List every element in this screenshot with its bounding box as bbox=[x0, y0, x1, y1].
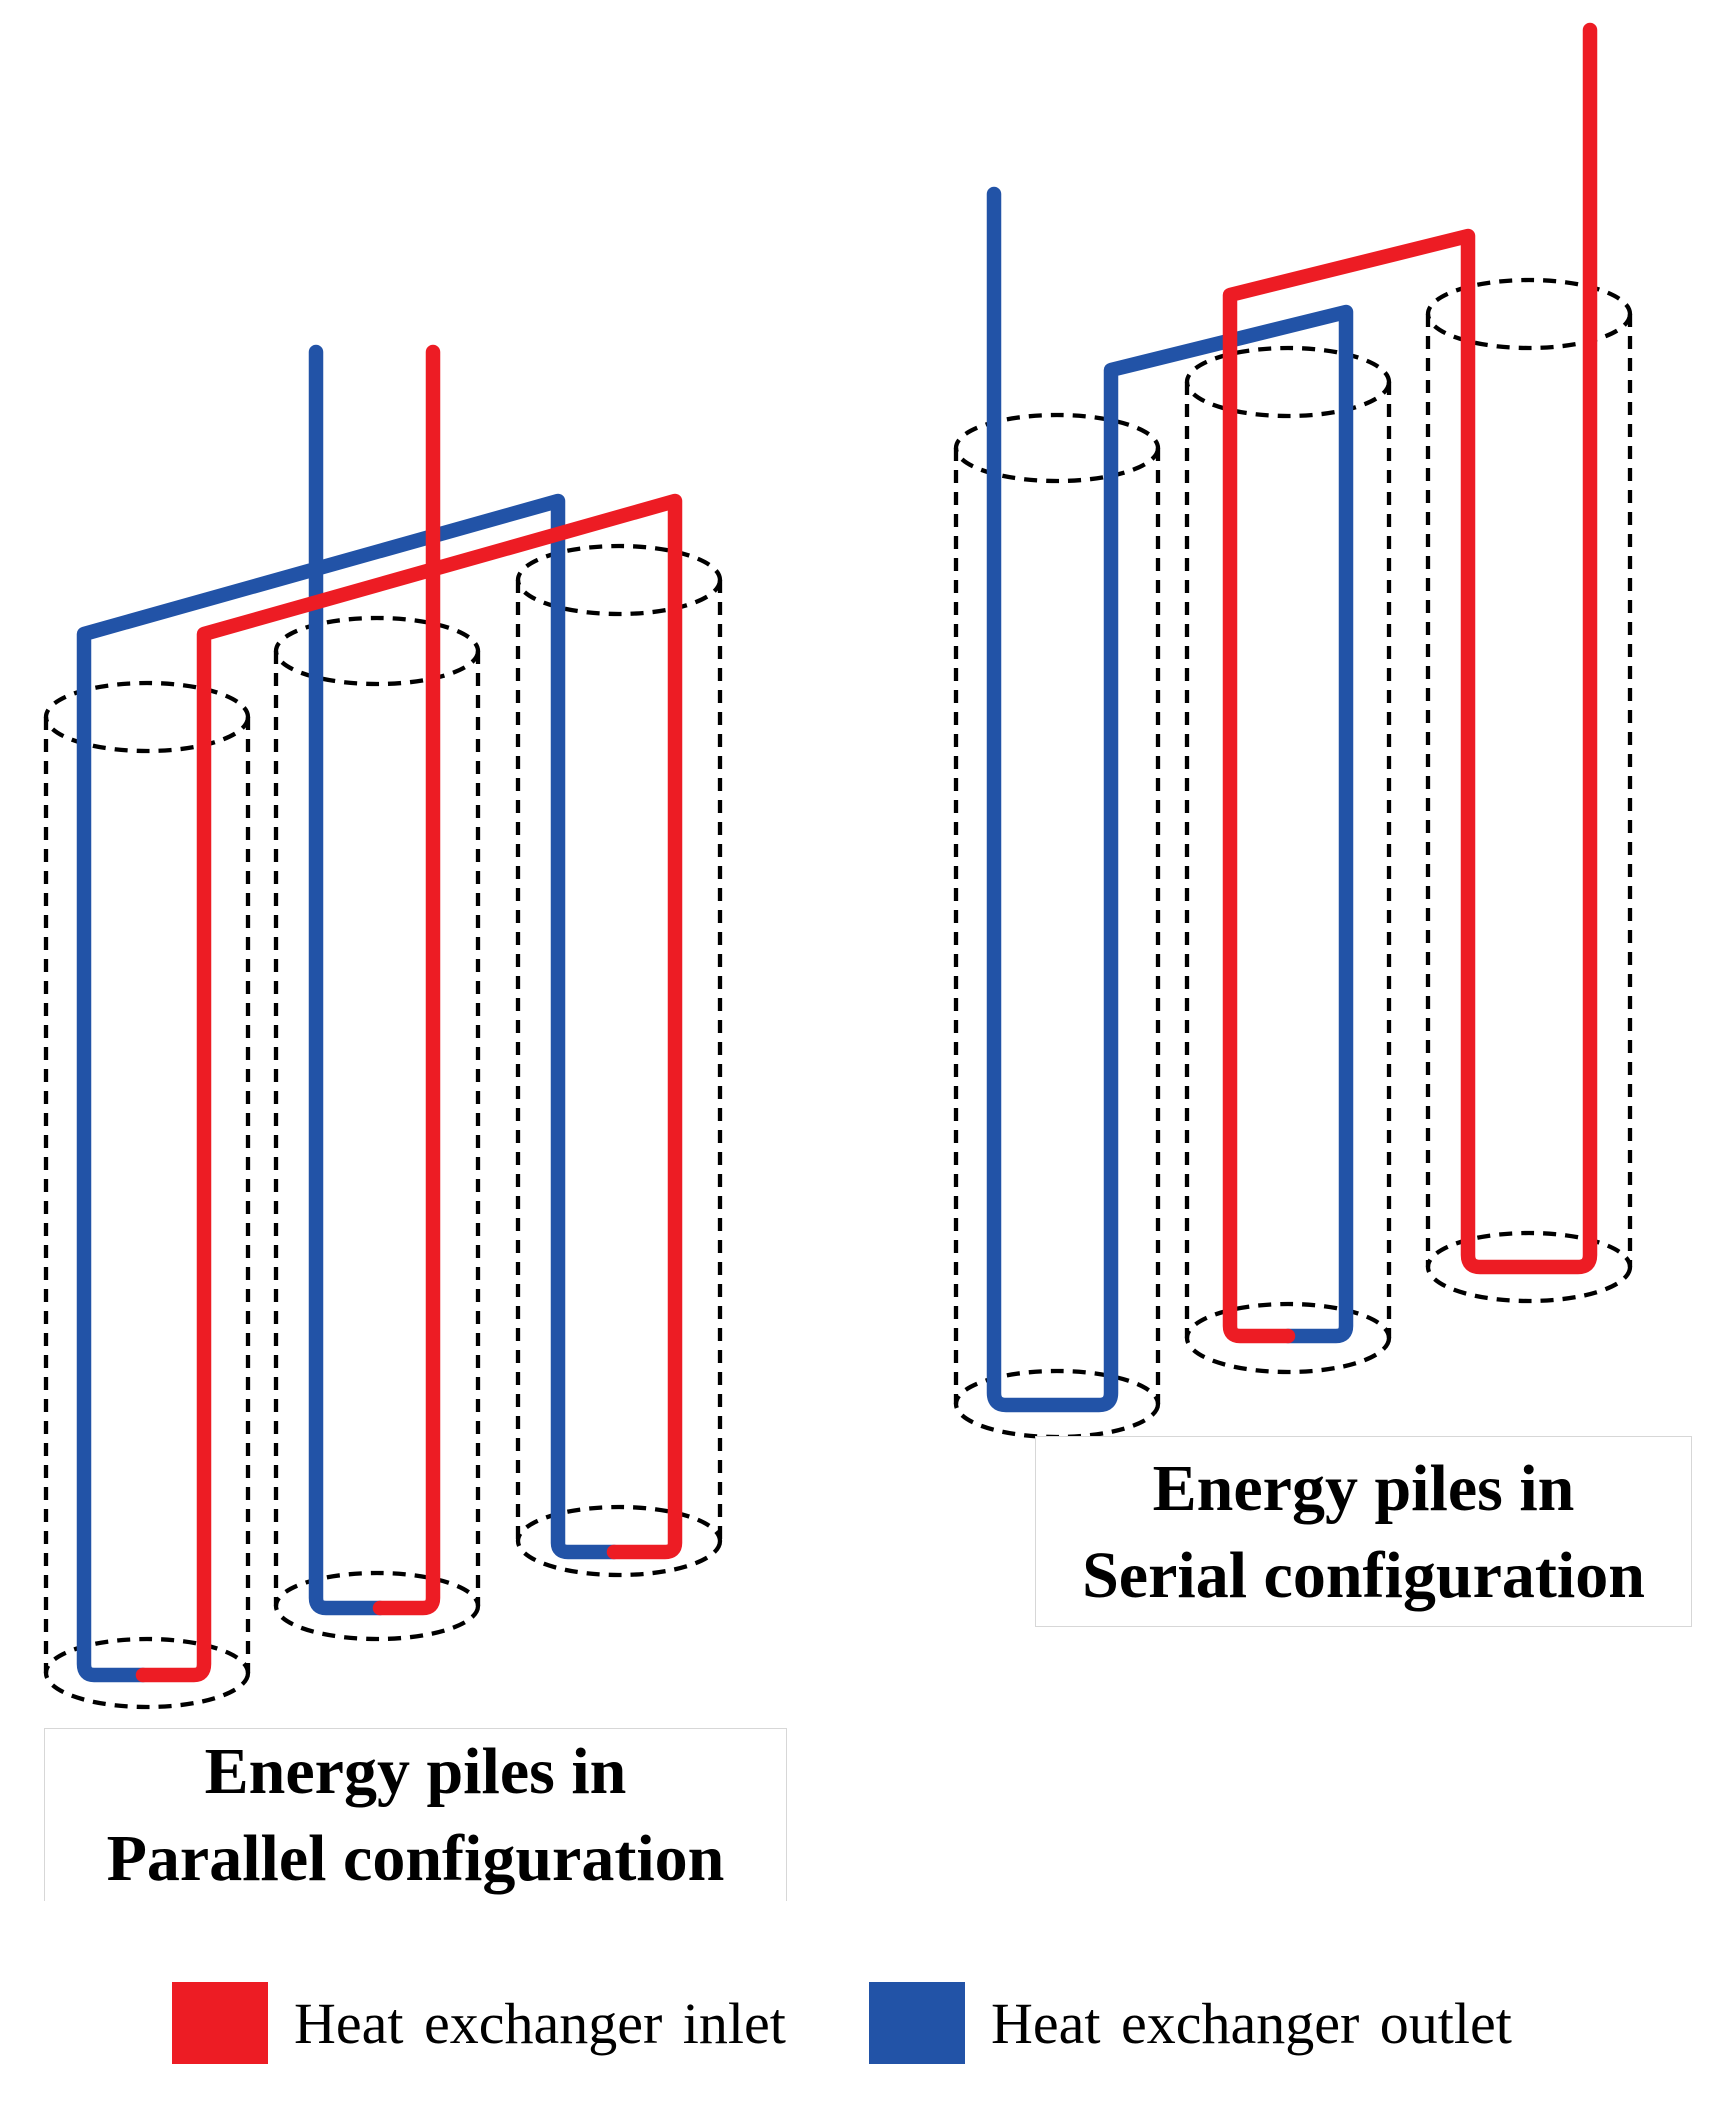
caption-parallel-line2: Parallel configuration bbox=[106, 1822, 725, 1895]
parallel-inlet-header bbox=[135, 344, 683, 1683]
caption-serial-line1: Energy piles in bbox=[1152, 1451, 1575, 1525]
parallel-outlet-pipe bbox=[76, 344, 622, 1683]
legend-item-inlet: Heat exchanger inlet bbox=[172, 1980, 786, 2066]
serial-pile-2 bbox=[1184, 345, 1392, 1375]
serial-outlet-pipe bbox=[986, 186, 1354, 1413]
legend-label-outlet: Heat exchanger outlet bbox=[991, 1990, 1512, 2056]
parallel-pile-3 bbox=[515, 543, 723, 1578]
parallel-outlet-header bbox=[76, 344, 622, 1683]
parallel-pile-2 bbox=[273, 615, 481, 1642]
legend-label-inlet: Heat exchanger inlet bbox=[294, 1990, 786, 2056]
caption-serial: Energy piles in Serial configuration bbox=[1035, 1436, 1692, 1627]
caption-parallel: Energy piles in Parallel configuration bbox=[44, 1728, 787, 1901]
serial-pile-1 bbox=[953, 412, 1161, 1440]
outlet-color-swatch bbox=[869, 1982, 965, 2064]
serial-pile-3 bbox=[1425, 277, 1633, 1304]
caption-serial-line2: Serial configuration bbox=[1082, 1538, 1645, 1612]
parallel-configuration bbox=[43, 344, 723, 1710]
legend-item-outlet: Heat exchanger outlet bbox=[869, 1980, 1512, 2066]
serial-inlet-pipe bbox=[1222, 22, 1598, 1344]
caption-parallel-line1: Energy piles in bbox=[204, 1735, 627, 1808]
inlet-color-swatch bbox=[172, 1982, 268, 2064]
parallel-inlet-pipe bbox=[135, 344, 683, 1683]
parallel-pile-1 bbox=[43, 680, 251, 1710]
serial-configuration bbox=[953, 22, 1633, 1440]
